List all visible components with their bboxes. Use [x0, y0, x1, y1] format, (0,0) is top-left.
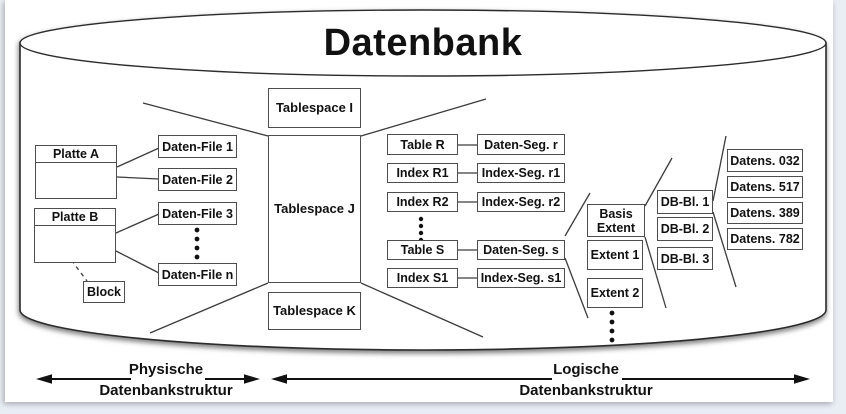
db-block-box: DB-Bl. 3 [657, 247, 713, 270]
connector-lines [56, 98, 737, 338]
segment-box: Daten-Seg. r [477, 134, 565, 155]
legend-logical: Logische Datenbankstruktur [506, 361, 666, 399]
daten-file-box: Daten-File n [158, 263, 237, 286]
db-block-box: DB-Bl. 1 [657, 190, 713, 214]
daten-file-box: Daten-File 1 [158, 135, 237, 158]
legend-physical-line2: Datenbankstruktur [99, 382, 233, 399]
extents-ellipsis-dots [609, 310, 615, 343]
index-box: Index R1 [387, 163, 458, 183]
record-box: Datens. 389 [727, 202, 803, 224]
record-box: Datens. 032 [727, 149, 803, 172]
tables-ellipsis-dots [418, 216, 424, 243]
legend-logical-line2: Datenbankstruktur [519, 382, 653, 399]
disk-label: Platte A [36, 146, 116, 163]
segment-box: Index-Seg. r1 [477, 163, 565, 183]
legend-physical: Physische Datenbankstruktur [86, 361, 246, 399]
record-box: Datens. 517 [727, 176, 803, 198]
daten-file-box: Daten-File 2 [158, 168, 237, 191]
db-block-box: DB-Bl. 2 [657, 217, 713, 241]
daten-file-box: Daten-File 3 [158, 202, 237, 225]
extent-box: Extent 1 [587, 240, 643, 270]
files-ellipsis-dots [194, 227, 200, 260]
tablespace-box: Tablespace I [268, 88, 361, 128]
legend-physical-line1: Physische [128, 361, 204, 378]
index-box: Index S1 [387, 268, 458, 288]
table-box: Table S [387, 240, 458, 260]
disk-label: Platte B [35, 209, 115, 226]
index-box: Index R2 [387, 192, 458, 212]
segment-box: Index-Seg. s1 [477, 268, 565, 288]
block-box: Block [83, 281, 125, 303]
tablespace-box: Tablespace J [268, 135, 361, 283]
disk-box-platte-a: Platte A [35, 145, 117, 199]
extent-box: Extent 2 [587, 278, 643, 308]
diagram-title: Datenbank [323, 22, 523, 64]
extent-box: Basis Extent [587, 204, 645, 237]
segment-box: Index-Seg. r2 [477, 192, 565, 212]
physical-arrow [36, 374, 260, 384]
table-box: Table R [387, 134, 458, 155]
logical-arrow [271, 374, 810, 384]
segment-box: Daten-Seg. s [477, 240, 565, 260]
disk-box-platte-b: Platte B [34, 208, 116, 263]
legend-logical-line1: Logische [553, 361, 619, 378]
tablespace-box: Tablespace K [268, 292, 361, 330]
record-box: Datens. 782 [727, 228, 803, 250]
